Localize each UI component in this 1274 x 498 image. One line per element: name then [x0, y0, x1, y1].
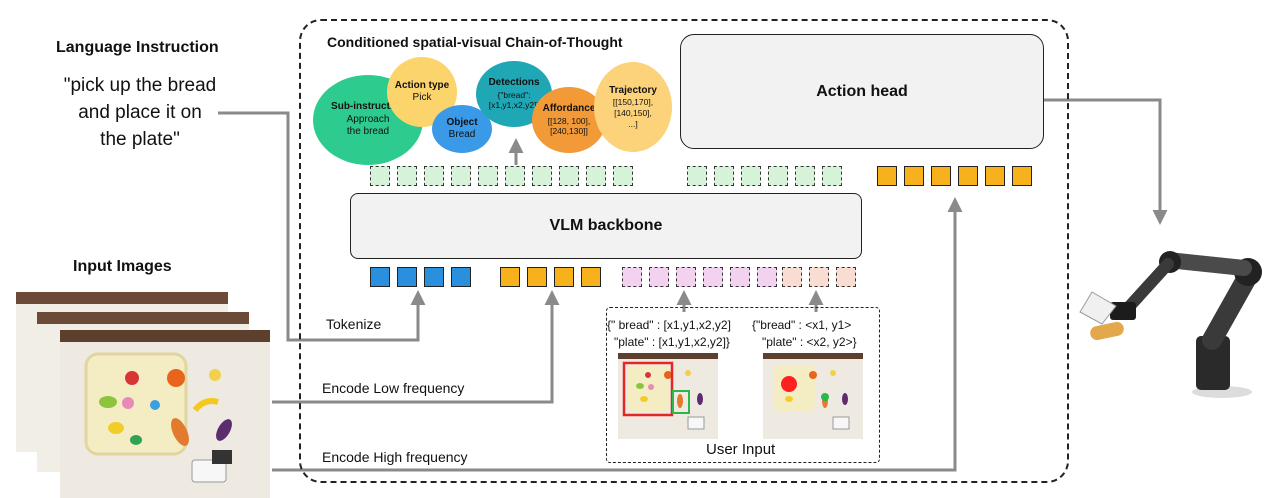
low-frequency-image-token	[581, 267, 601, 287]
language-instruction-text: "pick up the bread and place it on the p…	[40, 72, 240, 153]
bbox-prompt-token	[730, 267, 750, 287]
action-token	[904, 166, 924, 186]
bbox-prompt-token	[676, 267, 696, 287]
output-cot-token	[451, 166, 471, 186]
action-token	[931, 166, 951, 186]
language-token	[397, 267, 417, 287]
point-user-image	[763, 353, 863, 439]
low-frequency-arrow	[272, 290, 560, 404]
bubble-action-type: Action type Pick	[387, 57, 457, 127]
plate-point	[781, 376, 797, 392]
robot-arm-illustration	[1079, 251, 1262, 398]
output-cot-token	[822, 166, 842, 186]
output-cot-token	[586, 166, 606, 186]
vlm-backbone-label: VLM backbone	[549, 217, 663, 234]
point-text-line: "plate" : <x2, y2>}	[762, 335, 857, 349]
low-frequency-image-token	[500, 267, 520, 287]
encode-high-label: Encode High frequency	[322, 449, 468, 465]
action-token	[1012, 166, 1032, 186]
instruction-line: and place it on	[78, 102, 202, 123]
bubble-value: [x1,y1,x2,y2]}	[488, 100, 540, 111]
output-cot-token	[687, 166, 707, 186]
point-prompt-token	[782, 267, 802, 287]
action-token	[985, 166, 1005, 186]
cot-title: Conditioned spatial-visual Chain-of-Thou…	[327, 34, 623, 50]
language-token	[370, 267, 390, 287]
point-prompt-token	[809, 267, 829, 287]
bread-point	[821, 393, 829, 401]
low-frequency-image-token	[527, 267, 547, 287]
input-images-stack	[16, 292, 270, 498]
action-token	[958, 166, 978, 186]
output-cot-token	[397, 166, 417, 186]
bubble-value: Pick	[412, 92, 432, 103]
bubble-value: [[128, 100],	[547, 115, 591, 126]
bbox-user-image	[618, 353, 718, 439]
bbox-prompt-token	[649, 267, 669, 287]
output-cot-token	[370, 166, 390, 186]
language-token	[424, 267, 444, 287]
encode-low-label: Encode Low frequency	[322, 380, 465, 396]
output-cot-token	[795, 166, 815, 186]
output-cot-token	[714, 166, 734, 186]
output-cot-token	[613, 166, 633, 186]
bubble-affordance: Affordance [[128, 100], [240,130]]	[532, 87, 606, 153]
point-prompt-token	[836, 267, 856, 287]
output-cot-token	[559, 166, 579, 186]
input-images-title: Input Images	[73, 258, 172, 275]
language-token	[451, 267, 471, 287]
bubble-title: Sub-instruction	[331, 101, 405, 113]
bbox-prompt-token	[757, 267, 777, 287]
bubble-value: [240,130]]	[550, 126, 588, 137]
bubble-title: Object	[446, 116, 478, 128]
instruction-line: the plate"	[100, 129, 180, 150]
bubble-title: Detections	[488, 77, 540, 89]
bubble-object: Object Bread	[432, 105, 492, 153]
output-cot-token	[424, 166, 444, 186]
bread-bbox	[672, 390, 690, 414]
vlm-backbone-box: VLM backbone	[350, 193, 862, 259]
bubble-trajectory: Trajectory [[150,170], [140,150], ...]	[594, 62, 672, 152]
bbox-prompt-token	[622, 267, 642, 287]
bubble-value: ...]	[628, 118, 638, 129]
point-text-line: {"bread" : <x1, y1>	[752, 318, 852, 332]
bbox-text-line: "plate" : [x1,y1,x2,y2]}	[614, 335, 730, 349]
output-cot-token	[532, 166, 552, 186]
output-cot-token	[505, 166, 525, 186]
input-image-front	[60, 330, 270, 498]
language-instruction-title: Language Instruction	[56, 39, 219, 56]
output-cot-token	[768, 166, 788, 186]
user-input-title: User Input	[706, 441, 776, 458]
bubble-value: {"bread":	[497, 89, 531, 100]
bubble-value: Bread	[448, 129, 476, 140]
bubble-value: the bread	[346, 126, 390, 138]
bbox-text-line: {" bread" : [x1,y1,x2,y2]	[607, 318, 731, 332]
instruction-line: "pick up the bread	[63, 75, 217, 96]
action-head-label: Action head	[816, 82, 908, 100]
tokenize-label: Tokenize	[326, 316, 382, 332]
output-cot-token	[478, 166, 498, 186]
model-container	[299, 19, 1069, 483]
user-input-box	[606, 307, 880, 463]
bubble-title: Affordance	[542, 103, 596, 115]
high-frequency-arrow	[272, 197, 963, 472]
bubble-value: [140,150],	[614, 107, 652, 118]
bubble-value: Approach	[346, 113, 390, 125]
bbox-prompt-token	[703, 267, 723, 287]
action-token	[877, 166, 897, 186]
action-head-box: Action head	[680, 34, 1044, 149]
plate-bbox	[622, 361, 674, 417]
bubble-title: Trajectory	[609, 84, 657, 96]
low-frequency-image-token	[554, 267, 574, 287]
bubble-title: Action type	[394, 79, 450, 91]
output-cot-token	[741, 166, 761, 186]
tokenize-arrow	[218, 111, 426, 342]
bubble-value: [[150,170],	[612, 97, 654, 108]
action-to-robot-arrow	[1044, 98, 1168, 225]
